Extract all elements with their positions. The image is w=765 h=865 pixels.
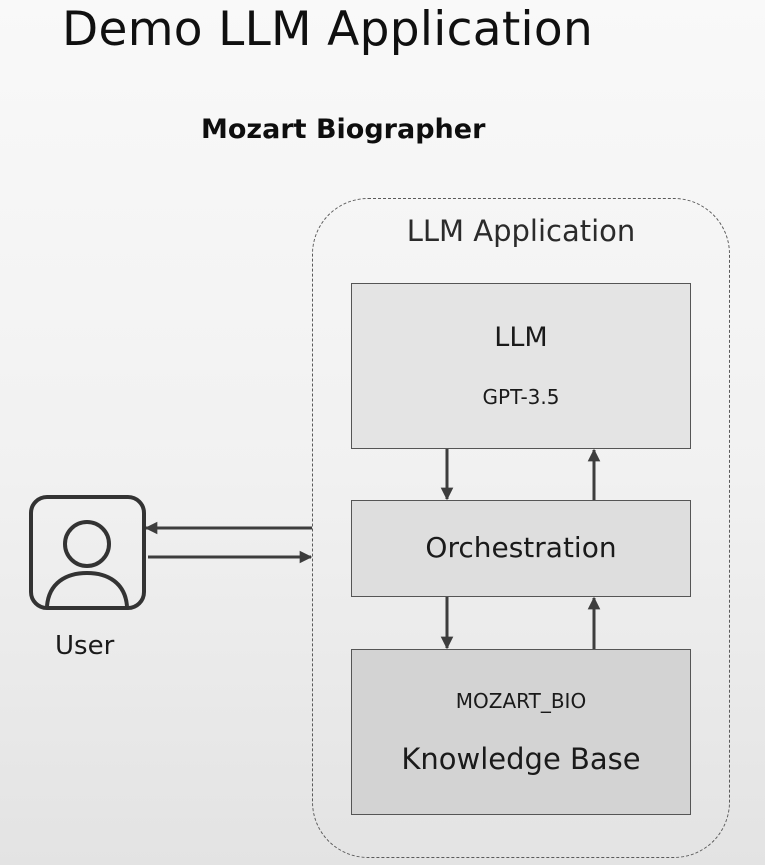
- orchestration-box: Orchestration: [351, 500, 691, 597]
- page-subtitle: Mozart Biographer: [201, 114, 486, 145]
- user-icon: [29, 495, 146, 610]
- knowledge-base-title: Knowledge Base: [401, 742, 641, 776]
- llm-application-label: LLM Application: [406, 214, 636, 248]
- llm-application-container: [312, 198, 730, 858]
- llm-model: GPT-3.5: [482, 385, 560, 409]
- knowledge-base-name: MOZART_BIO: [455, 689, 587, 713]
- page-title: Demo LLM Application: [62, 2, 594, 57]
- user-label: User: [55, 631, 115, 661]
- llm-box: LLM GPT-3.5: [351, 283, 691, 449]
- llm-title: LLM: [494, 322, 548, 353]
- orchestration-title: Orchestration: [425, 531, 617, 564]
- knowledge-base-box: MOZART_BIO Knowledge Base: [351, 649, 691, 815]
